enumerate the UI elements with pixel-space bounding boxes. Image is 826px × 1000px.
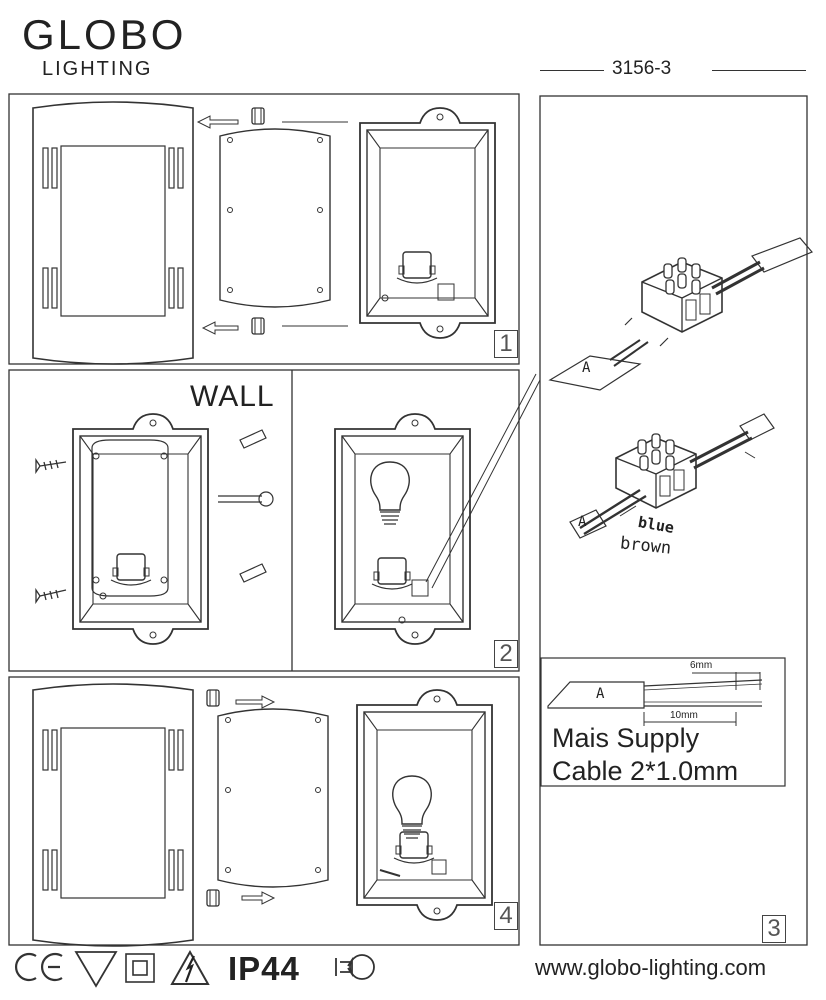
socket-4 (393, 831, 435, 864)
nut-bottom-1 (251, 317, 265, 335)
connector-label-a: A (582, 360, 591, 376)
supply-line-1: Mais Supply (552, 723, 700, 753)
cable-label-a: A (596, 686, 605, 702)
arrow-left-icon (201, 321, 239, 335)
supply-line-2: Cable 2*1.0mm (552, 755, 739, 786)
housing-wall (72, 413, 209, 645)
wall-plug-icon (239, 429, 267, 583)
warning-triangle-icon (170, 949, 210, 985)
dimension-6mm: 6mm (690, 660, 713, 671)
brand-logo: GLOBO (22, 11, 187, 58)
screw-icon (35, 457, 67, 605)
panel-step-3 (539, 95, 808, 946)
wall-label: WALL (190, 380, 275, 413)
housing-1 (359, 107, 496, 339)
panel-step-4 (8, 676, 520, 946)
socket-2 (371, 557, 413, 590)
ip-rating: IP44 (228, 950, 300, 987)
housing-2 (334, 413, 471, 645)
back-plate-1 (219, 128, 331, 308)
arrow-right-icon (235, 695, 276, 709)
dimension-10mm: 10mm (670, 710, 698, 721)
connector-label-a: A (578, 514, 587, 530)
socket-wall (110, 553, 152, 586)
ce-mark-icon (15, 952, 63, 982)
cable-icon (218, 491, 274, 507)
panel-step-1 (8, 93, 520, 365)
step-number-3: 3 (762, 915, 786, 943)
terminal-1 (437, 283, 455, 301)
housing-4 (356, 689, 493, 921)
nut-top-1 (251, 107, 265, 125)
f-mark-icon (74, 951, 118, 988)
model-divider-right (712, 70, 806, 71)
bulb-2 (370, 461, 410, 525)
step-number-4: 4 (494, 902, 518, 930)
nut-top-4 (206, 689, 220, 707)
model-divider-left (540, 70, 604, 71)
panel-step-2 (8, 369, 520, 672)
socket-1 (396, 251, 438, 284)
arrow-left-icon (196, 115, 239, 129)
website-url[interactable]: www.globo-lighting.com (535, 955, 767, 980)
bulb-icon (335, 954, 375, 980)
brand-sub: LIGHTING (42, 58, 153, 80)
step-number-1: 1 (494, 330, 518, 358)
model-number: 3156-3 (612, 58, 672, 79)
arrow-right-icon (241, 891, 276, 905)
nut-bottom-4 (206, 889, 220, 907)
glass-shade-1 (32, 101, 194, 365)
step-number-2: 2 (494, 640, 518, 668)
supply-cable-spec: Mais Supply Cable 2*1.0mm (552, 722, 738, 788)
back-plate-4 (217, 708, 329, 888)
bulb-4 (392, 775, 432, 839)
cable-spec-box (540, 657, 786, 787)
glass-shade-4 (32, 683, 194, 947)
double-insulation-icon (125, 953, 155, 983)
connector-block-top (641, 257, 723, 333)
